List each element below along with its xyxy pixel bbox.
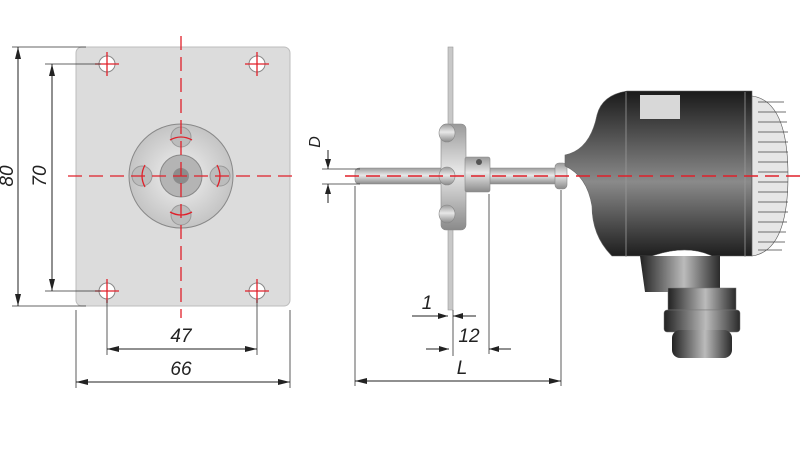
cable-gland-body bbox=[640, 256, 720, 292]
dim-hole-spacing-horizontal: 47 bbox=[170, 326, 193, 347]
dim-hole-spacing-vertical: 70 bbox=[30, 165, 51, 187]
side-view: D 1 12 L bbox=[307, 46, 800, 386]
housing bbox=[564, 90, 753, 257]
dim-diameter: D bbox=[307, 136, 324, 148]
cable-gland bbox=[667, 287, 737, 311]
dim-plate-thickness: 1 bbox=[422, 293, 433, 314]
cable-gland-cap bbox=[672, 330, 732, 358]
set-screw bbox=[476, 159, 482, 165]
label-window bbox=[640, 95, 680, 119]
flange-side bbox=[438, 123, 491, 231]
dim-immersion-length: L bbox=[457, 358, 468, 379]
front-view: 80 70 47 66 bbox=[0, 36, 296, 388]
dim-plate-width: 66 bbox=[170, 359, 192, 380]
center-marks bbox=[68, 36, 296, 318]
dim-plate-height: 80 bbox=[0, 165, 18, 187]
cable-gland-nut bbox=[663, 309, 741, 333]
dim-collar-length: 12 bbox=[458, 326, 480, 347]
fin-lines bbox=[758, 101, 788, 251]
